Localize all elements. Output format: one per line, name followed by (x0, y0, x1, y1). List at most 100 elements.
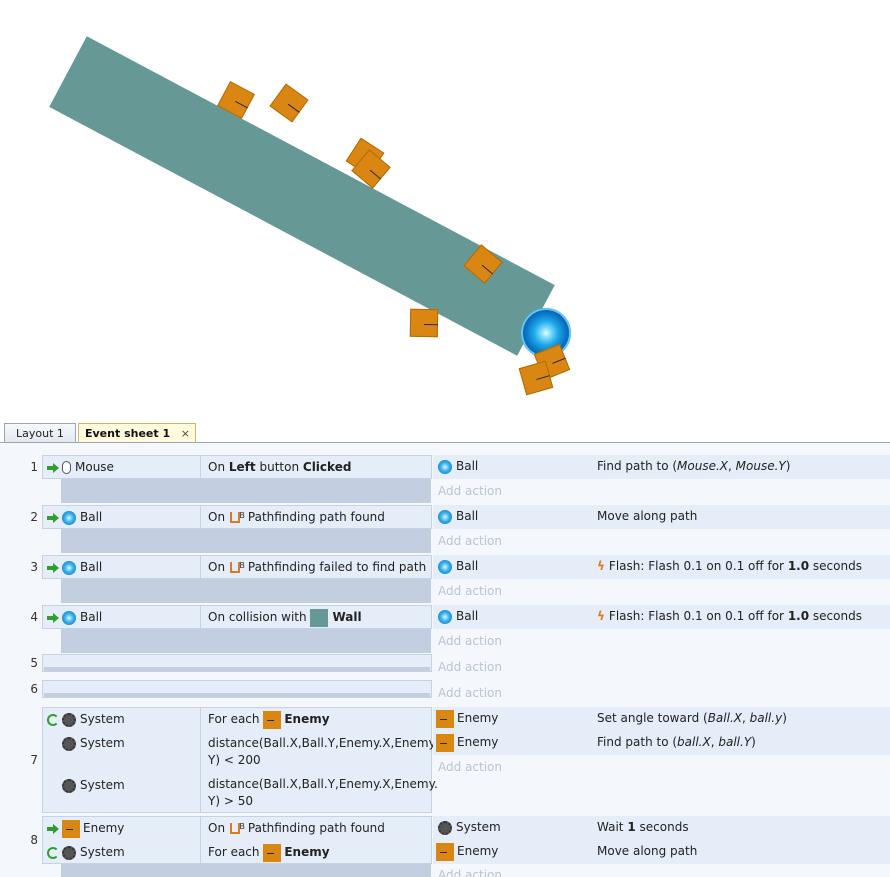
flash-icon: ϟ (597, 559, 605, 573)
enemy-sprite[interactable] (269, 83, 309, 123)
event-2-condition[interactable]: Ball On Pathfinding path found (42, 505, 432, 529)
event-number: 4 (30, 610, 38, 624)
condition-object: Ball (80, 510, 103, 524)
tab-label: Event sheet 1 (85, 427, 171, 440)
enemy-icon (436, 709, 454, 728)
ball-icon (62, 560, 76, 575)
loop-icon (47, 713, 59, 726)
enemy-icon (62, 819, 80, 838)
close-icon[interactable]: × (180, 427, 190, 440)
event-3-condition[interactable]: Ball On Pathfinding failed to find path (42, 555, 432, 579)
condition-text: distance(Ball.X,Ball.Y,Enemy.X,Enemy.Y) … (208, 736, 438, 767)
trigger-arrow-icon (47, 512, 59, 524)
condition-spacer (61, 629, 431, 653)
action-object: Enemy (457, 735, 499, 749)
condition-text: For each Enemy (208, 841, 330, 863)
add-action-link[interactable]: Add action (438, 484, 502, 498)
tab-layout-1[interactable]: Layout 1 (4, 423, 76, 442)
event-8-conditions[interactable]: Enemy On Pathfinding path found System F… (42, 816, 432, 864)
event-7-conditions[interactable]: System For each Enemy System distance(Ba… (42, 707, 438, 813)
tab-label: Layout 1 (16, 427, 64, 440)
event-8-action-1[interactable]: System Wait 1 seconds (433, 816, 890, 840)
condition-object: System (80, 736, 125, 750)
condition-spacer (61, 529, 431, 553)
pathfinding-icon (229, 505, 245, 527)
event-4-condition[interactable]: Ball On collision with Wall (42, 605, 432, 629)
condition-text: On Pathfinding failed to find path (208, 555, 426, 578)
add-action-link[interactable]: Add action (438, 584, 502, 598)
action-object: Ball (456, 509, 479, 523)
enemy-icon (436, 733, 454, 752)
condition-text: On Left button Clicked (208, 460, 352, 474)
pathfinding-icon (229, 555, 245, 577)
ball-icon (62, 510, 76, 525)
event-number: 3 (30, 560, 38, 574)
mouse-icon (62, 461, 71, 474)
wall-sprite[interactable] (49, 36, 555, 356)
enemy-icon (263, 843, 282, 862)
action-object: System (456, 820, 501, 834)
action-text: Wait 1 seconds (597, 820, 689, 834)
ball-icon (62, 610, 76, 625)
condition-text: On collision with Wall (208, 606, 362, 628)
condition-object: Enemy (83, 821, 125, 835)
condition-spacer (44, 693, 430, 697)
condition-spacer (61, 864, 431, 877)
add-action-link[interactable]: Add action (438, 868, 502, 877)
system-gear-icon (62, 778, 76, 793)
condition-object: System (80, 778, 125, 792)
ball-icon (438, 459, 452, 474)
event-number: 8 (30, 833, 38, 847)
system-gear-icon (438, 820, 452, 835)
action-text: Set angle toward (Ball.X, ball.y) (597, 711, 787, 725)
event-7-action-2[interactable]: Enemy Find path to (ball.X, ball.Y) (433, 731, 890, 755)
enemy-sprite[interactable] (409, 308, 439, 338)
tab-bar: Layout 1 Event sheet 1 × (0, 422, 890, 443)
trigger-arrow-icon (47, 462, 59, 474)
system-gear-icon (62, 845, 76, 860)
loop-icon (47, 846, 59, 859)
trigger-arrow-icon (47, 562, 59, 574)
add-action-link[interactable]: Add action (438, 534, 502, 548)
layout-canvas[interactable] (0, 0, 890, 422)
pathfinding-icon (229, 816, 245, 838)
system-gear-icon (62, 712, 76, 727)
event-1-action[interactable]: Ball Find path to (Mouse.X, Mouse.Y) (433, 455, 890, 479)
event-number: 1 (30, 460, 38, 474)
enemy-icon (263, 710, 282, 729)
add-action-link[interactable]: Add action (438, 634, 502, 648)
tab-event-sheet-1[interactable]: Event sheet 1 × (78, 423, 196, 442)
event-number: 6 (30, 682, 38, 696)
enemy-icon (436, 842, 454, 861)
wall-icon (310, 608, 329, 627)
trigger-arrow-icon (47, 612, 59, 624)
action-object: Enemy (457, 711, 499, 725)
action-text: Move along path (597, 844, 698, 858)
condition-spacer (61, 579, 431, 603)
condition-text: For each Enemy (208, 708, 330, 730)
condition-object: Ball (80, 610, 103, 624)
event-2-action[interactable]: Ball Move along path (433, 505, 890, 529)
event-7-action-1[interactable]: Enemy Set angle toward (Ball.X, ball.y) (433, 707, 890, 731)
event-8-action-2[interactable]: Enemy Move along path (433, 840, 890, 864)
ball-icon (438, 559, 452, 574)
condition-object: System (80, 845, 125, 859)
condition-object: Ball (80, 560, 103, 574)
event-1-condition[interactable]: Mouse On Left button Clicked (42, 455, 432, 479)
event-sheet[interactable]: 1 Mouse On Left button Clicked Ball Find… (0, 443, 890, 877)
ball-icon (438, 509, 452, 524)
action-text: Move along path (597, 509, 698, 523)
event-number: 7 (30, 753, 38, 767)
ball-icon (438, 609, 452, 624)
add-action-link[interactable]: Add action (438, 760, 502, 774)
condition-spacer (44, 667, 430, 671)
add-action-link[interactable]: Add action (438, 660, 502, 674)
add-action-link[interactable]: Add action (438, 686, 502, 700)
action-text: Find path to (ball.X, ball.Y) (597, 735, 756, 749)
condition-object: System (80, 712, 125, 726)
condition-text: On Pathfinding path found (208, 505, 385, 528)
